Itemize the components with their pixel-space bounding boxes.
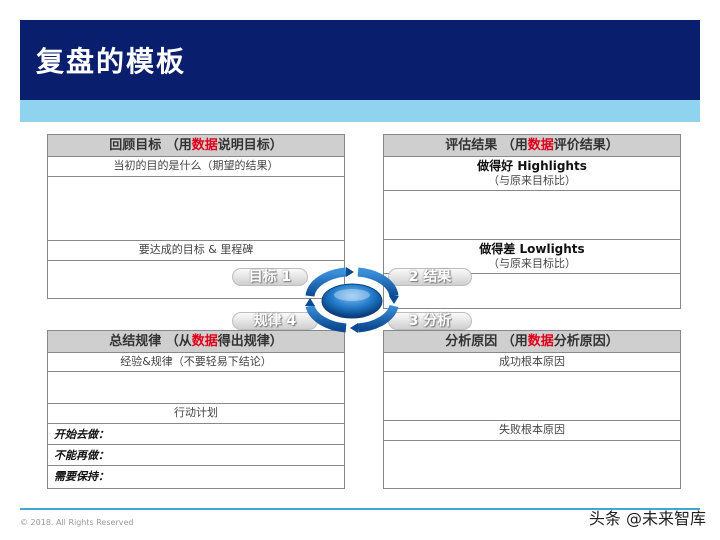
review-goals-panel: 回顾目标 （用数据说明目标） 当初的目的是什么（期望的结果） 要达成的目标 & …	[47, 134, 345, 299]
evaluate-title-hl: 数据	[527, 138, 554, 153]
highlights-sub: （与原来目标比）	[488, 174, 576, 187]
analyze-title-hl: 数据	[527, 334, 554, 349]
lowlights-title: 做得差 Lowlights	[479, 242, 585, 256]
review-goals-header: 回顾目标 （用数据说明目标）	[48, 135, 344, 157]
cycle-step-goal: 目标 1	[232, 268, 308, 286]
summary-title-post: 得出规律）	[217, 334, 283, 349]
highlights-title: 做得好 Highlights	[477, 159, 587, 173]
analyze-title-post: 分析原因）	[553, 334, 619, 349]
action-keep[interactable]: 需要保持：	[54, 470, 109, 483]
success-cause-field[interactable]	[384, 372, 680, 421]
evaluate-results-header: 评估结果 （用数据评价结果）	[384, 135, 680, 157]
footer-divider	[20, 508, 700, 510]
analyze-title-pre: 分析原因 （用	[445, 334, 528, 349]
cycle-ring-icon	[305, 267, 399, 333]
lowlights-sub: （与原来目标比）	[488, 257, 576, 270]
experience-label: 经验&规律（不要轻易下结论）	[48, 353, 344, 372]
review-cycle-graphic: 目标 1 2 结果 规律 4 3 分析	[228, 262, 476, 338]
analyze-causes-panel: 分析原因 （用数据分析原因） 成功根本原因 失败根本原因	[383, 330, 681, 489]
lowlights-label: 做得差 Lowlights （与原来目标比）	[384, 240, 680, 274]
cycle-step-result: 2 结果	[388, 268, 472, 286]
action-start[interactable]: 开始去做：	[48, 424, 344, 445]
evaluate-title-pre: 评估结果 （用	[445, 138, 528, 153]
original-purpose-label: 当初的目的是什么（期望的结果）	[48, 157, 344, 177]
action-stop[interactable]: 不能再做：	[48, 445, 344, 466]
review-title-post: 说明目标）	[217, 138, 283, 153]
milestones-label: 要达成的目标 & 里程碑	[48, 241, 344, 261]
summary-title-pre: 总结规律 （从	[109, 334, 192, 349]
success-cause-label: 成功根本原因	[384, 353, 680, 372]
experience-field[interactable]	[48, 372, 344, 404]
summary-rules-panel: 总结规律 （从数据得出规律） 经验&规律（不要轻易下结论） 行动计划 开始去做：…	[47, 330, 345, 489]
accent-bar	[20, 100, 700, 122]
review-title-pre: 回顾目标 （用	[109, 138, 192, 153]
summary-title-hl: 数据	[191, 334, 218, 349]
action-plan-label: 行动计划	[48, 404, 344, 424]
watermark-text: 头条 @未来智库	[588, 509, 706, 528]
page-title: 复盘的模板	[36, 45, 187, 78]
evaluate-title-post: 评价结果）	[553, 138, 619, 153]
summary-rules-header: 总结规律 （从数据得出规律）	[48, 331, 344, 353]
failure-cause-label: 失败根本原因	[384, 421, 680, 441]
highlights-label: 做得好 Highlights （与原来目标比）	[384, 157, 680, 191]
copyright-text: © 2018. All Rights Reserved	[20, 518, 134, 527]
failure-cause-field[interactable]	[384, 441, 680, 488]
header-bar: 复盘的模板	[20, 20, 700, 100]
highlights-field[interactable]	[384, 191, 680, 240]
original-purpose-field[interactable]	[48, 177, 344, 241]
review-title-hl: 数据	[191, 138, 218, 153]
cycle-step-analyze: 3 分析	[388, 312, 472, 330]
analyze-causes-header: 分析原因 （用数据分析原因）	[384, 331, 680, 353]
